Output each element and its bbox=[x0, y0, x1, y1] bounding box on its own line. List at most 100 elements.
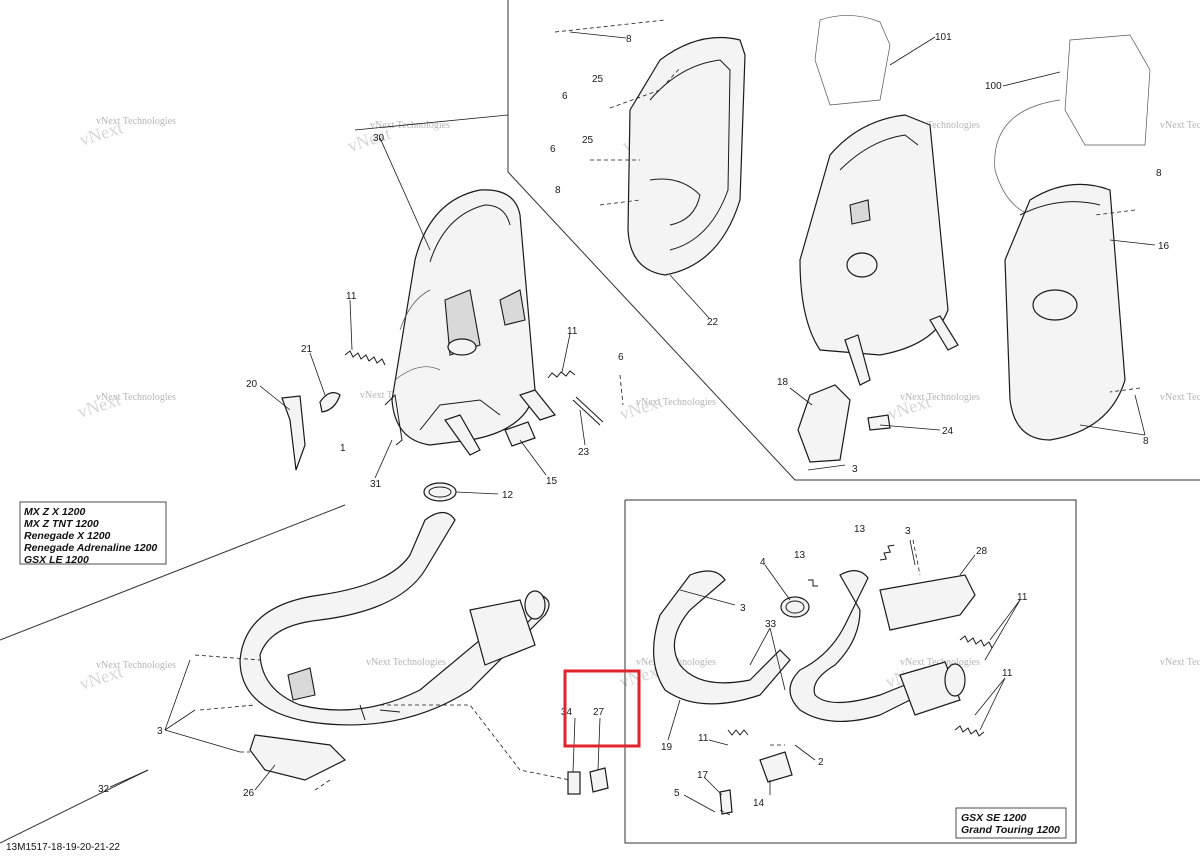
callout-20: 20 bbox=[246, 379, 258, 390]
callout-25: 25 bbox=[592, 74, 604, 85]
callout-28: 28 bbox=[976, 546, 988, 557]
model-label: Grand Touring 1200 bbox=[961, 824, 1060, 836]
rod-23 bbox=[572, 396, 604, 426]
callout-8: 8 bbox=[626, 34, 632, 45]
watermark: vNext Technologies bbox=[370, 120, 450, 131]
callout-21: 21 bbox=[301, 344, 313, 355]
clip-17 bbox=[719, 789, 733, 815]
heat-shield-26 bbox=[249, 734, 347, 781]
callout-11: 11 bbox=[1017, 592, 1028, 603]
document-id: 13M1517-18-19-20-21-22 bbox=[6, 842, 120, 853]
callout-34: 34 bbox=[561, 707, 573, 718]
gsx-pipe-assembly bbox=[789, 570, 966, 722]
arrow-curve bbox=[994, 99, 1061, 216]
bracket-20 bbox=[281, 395, 306, 471]
callout-30: 30 bbox=[373, 133, 385, 144]
watermark: vNext Technologies bbox=[900, 657, 980, 668]
callout-13: 13 bbox=[794, 550, 806, 561]
callout-17: 17 bbox=[697, 770, 709, 781]
callout-101: 101 bbox=[935, 32, 952, 43]
callout-3: 3 bbox=[157, 726, 163, 737]
callout-14: 14 bbox=[753, 798, 765, 809]
callout-11: 11 bbox=[346, 291, 357, 302]
callout-11: 11 bbox=[567, 326, 578, 337]
watermark: vNext Technologies bbox=[1160, 392, 1200, 403]
heat-shield-18 bbox=[797, 384, 851, 463]
callout-4: 4 bbox=[760, 557, 766, 568]
spring-11 bbox=[344, 350, 576, 379]
muffler-assembly bbox=[799, 114, 959, 386]
bracket-14 bbox=[759, 751, 793, 783]
callout-3: 3 bbox=[852, 464, 858, 475]
callout-19: 19 bbox=[661, 742, 673, 753]
top-right-frame bbox=[507, 0, 1200, 481]
svg-text:vNext: vNext bbox=[885, 391, 933, 424]
callout-18: 18 bbox=[777, 377, 789, 388]
watermark: vNext Technologies bbox=[900, 392, 980, 403]
callout-16: 16 bbox=[1158, 241, 1170, 252]
model-label: Renegade X 1200 bbox=[24, 530, 111, 542]
spring-11-lower bbox=[727, 729, 749, 736]
left-frame-top-edge bbox=[0, 504, 346, 641]
spring-13b bbox=[808, 579, 818, 587]
callout-6: 6 bbox=[550, 144, 556, 155]
watermark: vNext Technologies bbox=[96, 392, 176, 403]
callout-13: 13 bbox=[854, 524, 866, 535]
models-right-box: GSX SE 1200 Grand Touring 1200 bbox=[955, 807, 1067, 839]
callout-100: 100 bbox=[985, 81, 1002, 92]
callout-27: 27 bbox=[593, 707, 605, 718]
callout-24: 24 bbox=[942, 426, 954, 437]
callout-2: 2 bbox=[818, 757, 824, 768]
watermark: vNext Technologies bbox=[636, 397, 716, 408]
model-label: MX Z TNT 1200 bbox=[24, 518, 99, 530]
callout-22: 22 bbox=[707, 317, 719, 328]
gasket-101 bbox=[814, 15, 891, 106]
watermark: vNext Technologies bbox=[900, 120, 980, 131]
highlight-box[interactable] bbox=[563, 669, 641, 748]
bottom-right-frame bbox=[624, 499, 1077, 844]
dashed-leaders bbox=[194, 19, 1141, 816]
callout-25: 25 bbox=[582, 135, 594, 146]
callout-12: 12 bbox=[502, 490, 514, 501]
heat-shield-21 bbox=[319, 392, 341, 413]
spring-13 bbox=[879, 544, 895, 561]
watermark: vNext Technologies bbox=[96, 660, 176, 671]
gasket-100 bbox=[1064, 34, 1151, 146]
callout-31: 31 bbox=[370, 479, 382, 490]
svg-text:vNext: vNext bbox=[77, 661, 125, 694]
callout-8: 8 bbox=[1143, 436, 1149, 447]
watermark: vNext Technologies bbox=[366, 657, 446, 668]
model-label: Renegade Adrenaline 1200 bbox=[24, 542, 157, 554]
callout-11: 11 bbox=[1002, 668, 1013, 679]
pad-27 bbox=[589, 767, 609, 793]
callout-11: 11 bbox=[698, 733, 709, 744]
callout-1: 1 bbox=[340, 443, 346, 454]
clip-31 bbox=[384, 393, 403, 446]
gsx-pipe-19 bbox=[652, 570, 791, 705]
svg-text:vNext: vNext bbox=[77, 117, 125, 150]
spring-11-right-b bbox=[954, 725, 985, 737]
model-label: GSX SE 1200 bbox=[961, 812, 1027, 824]
callout-33: 33 bbox=[765, 619, 777, 630]
watermark: vNext Technologies bbox=[96, 116, 176, 127]
callouts: 8 101 100 25 6 25 6 8 30 22 8 16 11 21 2… bbox=[98, 32, 1170, 809]
callout-8: 8 bbox=[1156, 168, 1162, 179]
callout-8: 8 bbox=[555, 185, 561, 196]
models-left-box: MX Z X 1200 MX Z TNT 1200 Renegade X 120… bbox=[19, 501, 167, 566]
svg-text:vNext: vNext bbox=[617, 391, 665, 424]
heat-shield-28 bbox=[879, 574, 976, 631]
leaders bbox=[109, 31, 1156, 813]
spring-11-right-a bbox=[959, 635, 993, 649]
watermark: vNext Technologies bbox=[1160, 657, 1200, 668]
clamp-4 bbox=[780, 596, 810, 618]
exhaust-pipe-32 bbox=[239, 511, 550, 726]
callout-6: 6 bbox=[618, 352, 624, 363]
callout-23: 23 bbox=[578, 447, 590, 458]
callout-5: 5 bbox=[674, 788, 680, 799]
bracket-15 bbox=[504, 421, 536, 447]
callout-6: 6 bbox=[562, 91, 568, 102]
muffler-16 bbox=[1004, 183, 1126, 441]
callout-32: 32 bbox=[98, 784, 110, 795]
